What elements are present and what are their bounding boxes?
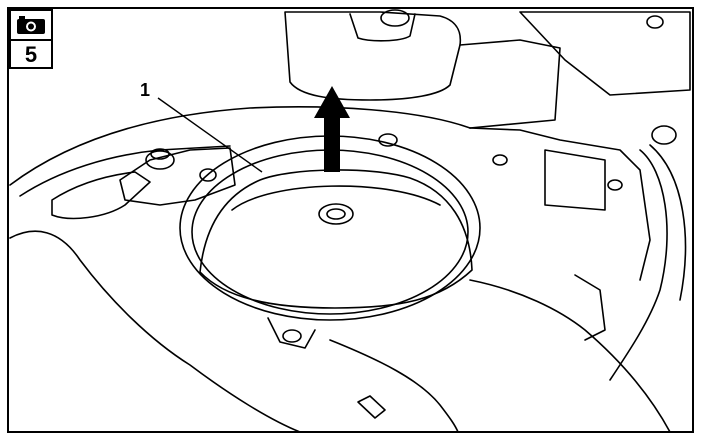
housing-lower-edge <box>9 230 301 433</box>
right-panel <box>469 127 651 281</box>
small-bolt-1 <box>492 154 508 166</box>
fuel-tank-cap <box>349 13 416 42</box>
left-mount-bracket <box>119 147 236 206</box>
right-bracket <box>574 274 606 341</box>
fuel-tank <box>284 11 462 101</box>
left-bolt <box>199 168 217 182</box>
deck-clip <box>357 395 386 419</box>
deck-outline <box>469 279 671 433</box>
tank-bolt <box>380 9 410 27</box>
tank-right-block <box>459 39 561 129</box>
flywheel-cover-hole <box>318 203 354 225</box>
small-bolt-2 <box>607 179 623 191</box>
figure-frame <box>7 7 694 433</box>
flywheel-cover-hole-inner <box>326 208 346 220</box>
housing-inner-panel <box>51 171 151 220</box>
left-mount-stud-top <box>150 148 170 160</box>
top-bolt <box>378 133 398 147</box>
step-number: 5 <box>24 42 38 67</box>
arrow-up-icon <box>314 86 350 172</box>
camera-icon <box>11 11 51 41</box>
bottom-bolt <box>282 329 302 343</box>
wire-connector <box>651 125 677 145</box>
wire-harness-1 <box>609 149 668 381</box>
control-board <box>544 149 606 211</box>
wire-harness-2 <box>649 144 687 301</box>
deck-lower-edge <box>329 339 459 433</box>
bottom-lug <box>267 317 316 349</box>
callout-leader <box>157 97 263 173</box>
step-badge: 5 <box>9 9 53 69</box>
left-mount-stud <box>145 150 175 170</box>
housing-outline <box>9 106 471 186</box>
flywheel-cover <box>199 169 473 309</box>
flywheel-cover-rim <box>231 185 441 211</box>
callout-label: 1 <box>140 80 151 100</box>
housing-side-panel <box>19 145 231 197</box>
air-box-bolt <box>646 15 664 29</box>
air-box <box>519 11 691 96</box>
